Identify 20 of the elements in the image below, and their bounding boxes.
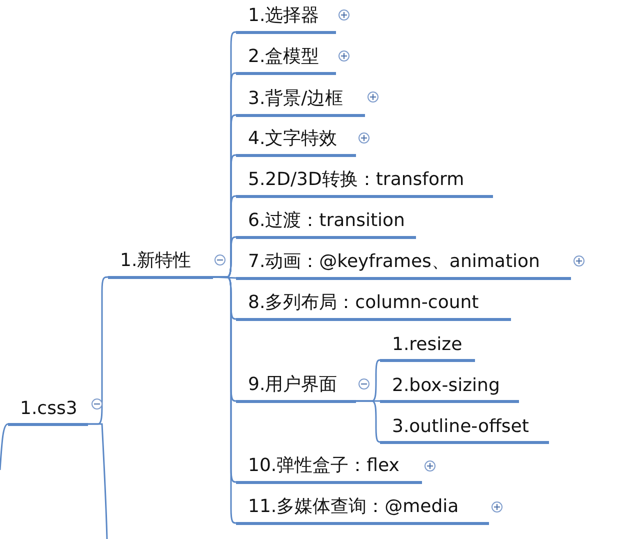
topic-label: 2.盒模型: [248, 45, 320, 68]
topic-label: 4.文字特效: [248, 127, 338, 150]
branch-line: [213, 276, 236, 524]
topic-label: 1.选择器: [248, 4, 320, 27]
topic-label: 2.box-sizing: [392, 375, 500, 396]
topic-label: 10.弹性盒子：flex: [248, 454, 400, 477]
topic-label: 3.背景/边框: [248, 87, 344, 110]
topic-label: 3.outline-offset: [392, 416, 529, 437]
topic-label: 11.多媒体查询：@media: [248, 495, 459, 518]
branch-line: [356, 400, 380, 443]
topic-label: 1.css3: [20, 398, 78, 419]
branch-line: [88, 423, 108, 539]
topic-label: 1.新特性: [120, 249, 192, 272]
topic-label: 9.用户界面: [248, 373, 338, 396]
topic-label: 1.resize: [392, 334, 462, 355]
topic-label: 8.多列布局：column-count: [248, 291, 479, 314]
topic-label: 7.动画：@keyframes、animation: [248, 250, 540, 273]
branch-line: [0, 423, 8, 470]
topic-label: 6.过渡：transition: [248, 209, 405, 232]
topic-label: 5.2D/3D转换：transform: [248, 168, 464, 191]
